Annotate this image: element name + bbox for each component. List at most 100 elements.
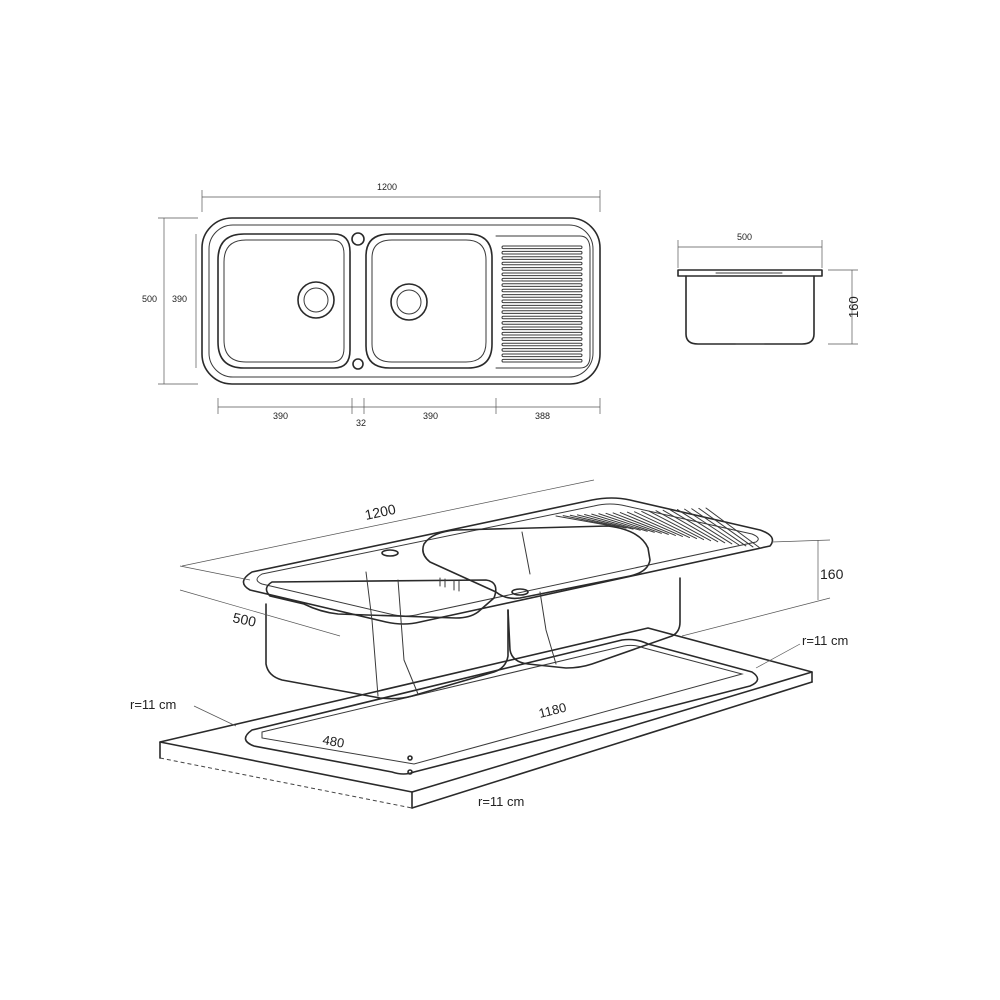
top-view: 1200 500 390 390 32 390 388 xyxy=(142,182,601,428)
drainboard-rib xyxy=(501,261,583,266)
perspective-drainboard-rib xyxy=(626,511,683,537)
persp-cutout-depth: 480 xyxy=(321,732,345,751)
cutout-marker-icon xyxy=(407,755,413,761)
perspective-drainboard-rib xyxy=(705,507,761,549)
perspective-right-bowl-shade-2 xyxy=(521,531,531,575)
dim-overall-depth: 500 xyxy=(142,294,157,304)
perspective-drainboard-rib xyxy=(591,513,648,532)
perspective-drainboard-rib xyxy=(648,510,705,541)
drainboard-rib xyxy=(501,277,583,282)
perspective-drainboard-rib xyxy=(691,508,747,547)
countertop-cutout-inner xyxy=(261,644,744,765)
dim-drainboard-width: 388 xyxy=(535,411,550,421)
persp-dim-line-1200 xyxy=(181,479,595,567)
persp-dim-line-500 xyxy=(179,589,341,637)
perspective-drainboard-rib xyxy=(569,514,627,529)
persp-dim-depth: 500 xyxy=(231,609,257,630)
countertop-left-bottom xyxy=(159,757,413,809)
perspective-tap-hole-icon xyxy=(381,549,399,557)
persp-radius-right: r=11 cm xyxy=(802,633,848,648)
left-bowl xyxy=(217,233,351,369)
drainboard-rib xyxy=(501,256,583,260)
dim-bowl-depth: 390 xyxy=(172,294,187,304)
dim-bowl-right-width: 390 xyxy=(423,411,438,421)
perspective-drainboard-rib xyxy=(641,510,698,540)
sink-inner-rim xyxy=(208,224,594,378)
persp-radius-leader-left xyxy=(193,705,237,727)
side-dim-width: 500 xyxy=(737,232,752,242)
perspective-overflow-hole-icon xyxy=(511,588,529,596)
persp-radius-left: r=11 cm xyxy=(130,697,176,712)
overflow-hole-icon xyxy=(352,358,364,370)
drainboard-rib xyxy=(501,299,583,304)
dim-bridge-width: 32 xyxy=(356,418,366,428)
drainboard-rib xyxy=(501,358,583,363)
persp-dim-ext-160-top xyxy=(771,539,831,543)
drainboard-rib xyxy=(501,304,583,309)
countertop-top-face xyxy=(159,627,813,793)
drainboard-outline xyxy=(495,235,591,369)
sink-perspective-rim-inner xyxy=(256,503,759,617)
persp-radius-bottom: r=11 cm xyxy=(478,794,524,809)
drainboard-rib xyxy=(501,245,583,250)
drainboard-rib xyxy=(501,331,583,336)
perspective-drainboard-rib xyxy=(619,512,676,536)
countertop-cutout xyxy=(244,638,759,775)
drainboard-rib xyxy=(501,272,583,277)
perspective-drainboard-rib xyxy=(584,513,641,531)
perspective-drainboard-rib xyxy=(634,511,691,539)
tap-hole-icon xyxy=(351,232,365,246)
persp-dim-length: 1200 xyxy=(363,501,397,523)
perspective-drainboard-rib xyxy=(655,510,712,542)
perspective-drainboard-rib xyxy=(669,509,726,544)
side-bowl-profile xyxy=(685,275,815,345)
perspective-view: 1200 500 160 r=11 cm r=11 cm r=11 cm 118… xyxy=(130,479,848,809)
dim-overall-width: 1200 xyxy=(377,182,397,192)
perspective-overflow-slots xyxy=(439,577,460,592)
drainboard-ribs xyxy=(501,245,583,363)
side-dim-height: 160 xyxy=(846,296,861,318)
perspective-drainboard-rib xyxy=(684,508,740,546)
perspective-drainboard-rib xyxy=(662,509,719,543)
drainboard-rib xyxy=(501,326,583,331)
persp-dim-ext-160-bottom xyxy=(681,597,831,637)
drainboard-rib xyxy=(501,315,583,320)
perspective-drainboard-rib xyxy=(562,515,620,528)
persp-dim-ext-a xyxy=(179,565,251,581)
right-drain-icon xyxy=(390,283,428,321)
perspective-drainboard-rib xyxy=(698,507,754,548)
perspective-left-bowl-body xyxy=(265,603,509,700)
drainboard-rib xyxy=(501,321,583,325)
perspective-right-bowl-shade xyxy=(539,591,557,665)
perspective-drainboard-rib xyxy=(576,514,634,530)
cutout-marker-icon-2 xyxy=(407,769,413,775)
perspective-drainboard-rib xyxy=(605,512,662,534)
sink-perspective-rim xyxy=(242,497,774,625)
persp-dim-height: 160 xyxy=(820,566,844,582)
perspective-drainboard-rib xyxy=(598,513,655,533)
left-drain-icon xyxy=(297,281,335,319)
perspective-left-bowl-opening xyxy=(265,579,497,619)
right-bowl-inner xyxy=(371,239,487,363)
perspective-drainboard-rib xyxy=(676,509,733,545)
sink-outer-rim xyxy=(201,217,601,385)
dim-bowl-left-width: 390 xyxy=(273,411,288,421)
drainboard-rib xyxy=(501,250,583,255)
perspective-right-bowl-body xyxy=(507,577,681,669)
drainboard-rib xyxy=(501,288,583,293)
right-drain-inner-icon xyxy=(396,289,422,315)
persp-cutout-length: 1180 xyxy=(537,700,568,721)
drainboard-rib xyxy=(501,294,583,298)
right-bowl xyxy=(365,233,493,369)
drainboard-rib xyxy=(501,342,583,347)
drainboard-rib xyxy=(501,353,583,358)
drainboard-rib xyxy=(501,267,583,271)
drainboard-rib xyxy=(501,337,583,341)
perspective-drainboard-rib xyxy=(555,515,613,527)
perspective-drainboard-rib xyxy=(612,512,669,535)
perspective-left-bowl-shade-2 xyxy=(397,579,419,695)
drainboard-rib xyxy=(501,283,583,287)
left-drain-inner-icon xyxy=(303,287,329,313)
side-rim xyxy=(677,269,823,277)
